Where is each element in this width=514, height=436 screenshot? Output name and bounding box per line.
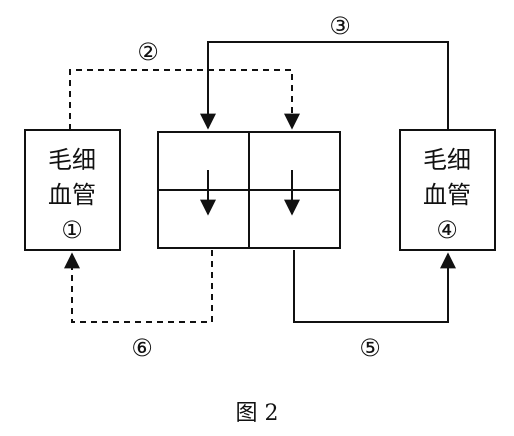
- left-box-line2: 血管: [48, 181, 96, 209]
- path-5-label: ⑤: [359, 334, 381, 362]
- path-2-label: ②: [137, 38, 159, 66]
- figure-caption: 图 2: [236, 401, 279, 426]
- right-box-line1: 毛细: [423, 146, 471, 174]
- right-box-line2: 血管: [423, 181, 471, 209]
- path-2-line: [69, 69, 300, 130]
- path-3-label: ③: [329, 12, 351, 40]
- left-box-number: ①: [61, 216, 83, 244]
- path-5-line: [293, 250, 456, 323]
- heart-chambers: [157, 131, 341, 249]
- right-capillary-box: 毛细 血管 ④: [399, 129, 496, 251]
- left-box-line1: 毛细: [48, 146, 96, 174]
- path-6-label: ⑥: [131, 334, 153, 362]
- right-box-number: ④: [436, 216, 458, 244]
- path-3-line: [200, 41, 449, 130]
- path-6-line: [64, 250, 213, 323]
- left-capillary-box: 毛细 血管 ①: [24, 129, 121, 251]
